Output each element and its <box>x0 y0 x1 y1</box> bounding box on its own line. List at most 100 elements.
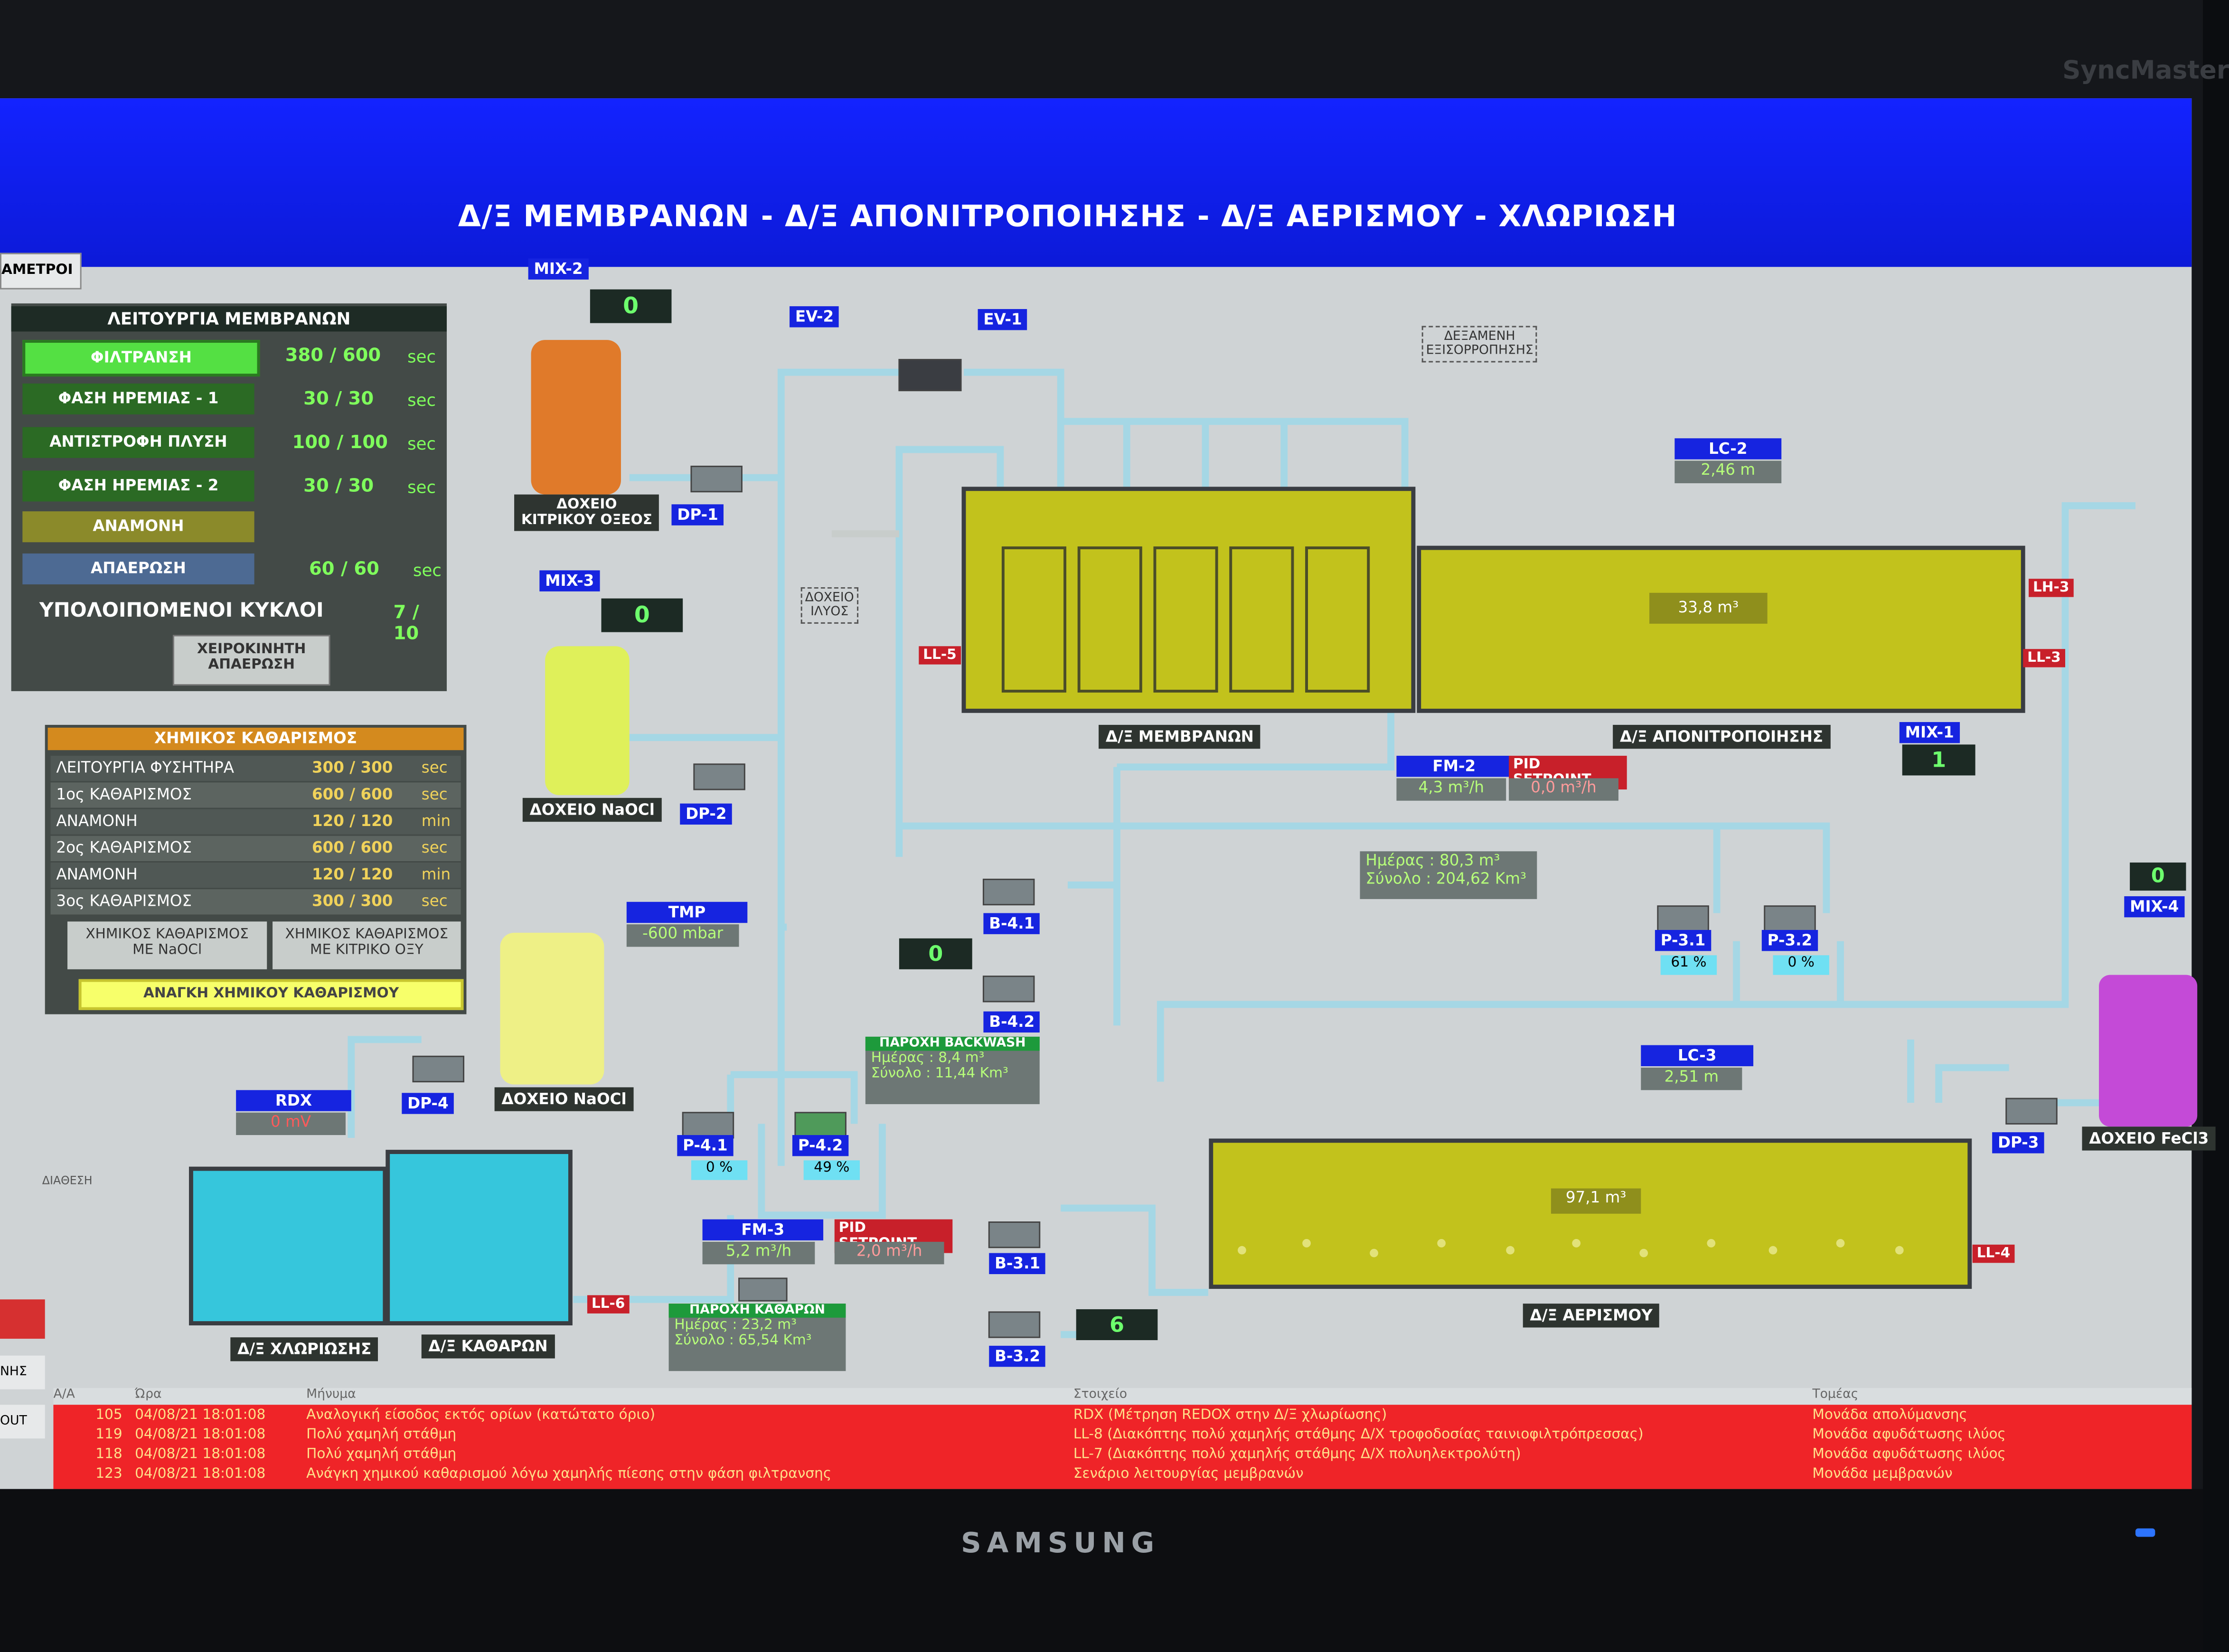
dp1-label[interactable]: DP-1 <box>671 504 724 526</box>
alarm-message: Ανάγκη χημικού καθαρισμού λόγω χαμηλής π… <box>306 1466 832 1482</box>
denit-volume: 33,8 m³ <box>1649 592 1768 624</box>
aer-tank-label: Δ/Ξ ΑΕΡΙΣΜΟΥ <box>1523 1304 1660 1328</box>
fm3-label[interactable]: FM-3 <box>702 1219 824 1240</box>
p42-label[interactable]: P-4.2 <box>792 1135 849 1156</box>
dp4-label[interactable]: DP-4 <box>402 1093 454 1114</box>
rest2-counter: 30 / 30 <box>303 476 374 497</box>
membrane-tank <box>961 487 1416 713</box>
chem-clean-citric-button[interactable]: ΧΗΜΙΚΟΣ ΚΑΘΑΡΙΣΜΟΣ ΜΕ ΚΙΤΡΙΚΟ ΟΞΥ <box>273 921 461 969</box>
p41-label[interactable]: P-4.1 <box>677 1135 734 1156</box>
fm3-value: 5,2 m³/h <box>702 1241 815 1265</box>
chem-row-unit: min <box>421 865 451 884</box>
ll6-label: LL-6 <box>587 1295 630 1314</box>
sidebar-tab-params[interactable]: ΑΜΕΤΡΟΙ <box>0 253 82 290</box>
remaining-cycles-value: 7 / 10 <box>393 602 419 645</box>
mix4-label[interactable]: MIX-4 <box>2124 896 2185 918</box>
filtration-unit: sec <box>407 347 436 367</box>
btn-deaeration[interactable]: ΑΠΑΕΡΩΣΗ <box>22 553 254 585</box>
need-chem-clean-indicator: ΑΝΑΓΚΗ ΧΗΜΙΚΟΥ ΚΑΘΑΡΙΣΜΟΥ <box>78 979 464 1010</box>
btn-rest-phase-2[interactable]: ΦΑΣΗ ΗΡΕΜΙΑΣ - 2 <box>22 470 254 502</box>
sidebar-alarm-indicator[interactable] <box>0 1299 45 1339</box>
chem-row-value: 120 / 120 <box>311 865 393 884</box>
fm2-day-value: 80,3 m³ <box>1439 851 1500 870</box>
chem-row-label: 3ος ΚΑΘΑΡΙΣΜΟΣ <box>56 892 192 910</box>
clean-flow-title: ΠΑΡΟΧΗ ΚΑΘΑΡΩΝ <box>668 1304 846 1318</box>
scada-screen: Δ/Ξ ΜΕΜΒΡΑΝΩΝ - Δ/Ξ ΑΠΟΝΙΤΡΟΠΟΙΗΣΗΣ - Δ/… <box>0 98 2216 1489</box>
alarm-message: Πολύ χαμηλή στάθμη <box>306 1446 457 1463</box>
chem-row-value: 600 / 600 <box>311 785 393 804</box>
clean-flow-panel: ΠΑΡΟΧΗ ΚΑΘΑΡΩΝ Ημέρας : 23,2 m³ Σύνολο :… <box>668 1304 846 1371</box>
alarm-id: 119 <box>95 1427 122 1443</box>
btn-backwash[interactable]: ΑΝΤΙΣΤΡΟΦΗ ΠΛΥΣΗ <box>22 427 254 458</box>
rdx-label[interactable]: RDX <box>236 1090 351 1111</box>
alarm-sector: Μονάδα απολύμανσης <box>1812 1408 1967 1423</box>
chem-row-unit: sec <box>421 838 448 857</box>
tmp-label[interactable]: TMP <box>626 901 748 923</box>
mix4-value: 0 <box>2130 862 2186 891</box>
mix3-label[interactable]: MIX-3 <box>539 570 600 591</box>
manual-deaeration-button[interactable]: ΧΕΙΡΟΚΙΝΗΤΗ ΑΠΑΕΡΩΣΗ <box>172 635 330 686</box>
b31-label[interactable]: B-3.1 <box>989 1253 1046 1274</box>
backwash-unit: sec <box>407 434 436 454</box>
p41-percent: 0 % <box>691 1160 748 1180</box>
fm2-label[interactable]: FM-2 <box>1396 756 1512 777</box>
sidebar-item-2[interactable]: ΟUT <box>0 1405 45 1439</box>
b41-label[interactable]: B-4.1 <box>983 913 1041 934</box>
naocl-tank2-label: ΔΟΧΕΙΟ NaOCl <box>494 1087 634 1111</box>
p32-label[interactable]: P-3.2 <box>1761 929 1818 951</box>
p42-percent: 49 % <box>803 1160 860 1180</box>
btn-filtration[interactable]: ΦΙΛΤΡΑΝΣΗ <box>22 340 260 377</box>
fm2-total-label: Σύνολο : <box>1365 869 1431 888</box>
p31-label[interactable]: P-3.1 <box>1655 929 1712 951</box>
alarm-element: LL-7 (Διακόπτης πολύ χαμηλής στάθμης Δ/Χ… <box>1073 1446 1521 1463</box>
chem-row-label: ΑΝΑΜΟΝΗ <box>56 812 138 830</box>
membrane-tank-label: Δ/Ξ ΜΕΜΒΡΑΝΩΝ <box>1099 724 1261 749</box>
alarm-message: Πολύ χαμηλή στάθμη <box>306 1427 457 1443</box>
chem-clean-naocl-button[interactable]: ΧΗΜΙΚΟΣ ΚΑΘΑΡΙΣΜΟΣ ΜΕ NaOCl <box>67 921 267 969</box>
ll5-label: LL-5 <box>919 646 961 665</box>
chem-row-label: ΛΕΙΤΟΥΡΓΙΑ ΦΥΣΗΤΗΡΑ <box>56 758 234 777</box>
backwash-title: ΠΑΡΟΧΗ BACKWASH <box>865 1036 1040 1051</box>
pid1-value: 0,0 m³/h <box>1509 778 1618 801</box>
cf-day-label: Ημέρας : <box>674 1317 737 1333</box>
balance-tank-line1: ΔΕΞΑΜΕΝΗ <box>1444 330 1515 345</box>
alarm-time: 04/08/21 18:01:08 <box>135 1427 266 1443</box>
chem-row-value: 300 / 300 <box>311 892 393 910</box>
alarm-message: Αναλογική είσοδος εκτός ορίων (κατώτατο … <box>306 1408 656 1423</box>
btn-standby[interactable]: ΑΝΑΜΟΝΗ <box>22 511 254 543</box>
dp3-label[interactable]: DP-3 <box>1992 1132 2045 1154</box>
ev1-label[interactable]: EV-1 <box>978 309 1028 330</box>
btn-rest-phase-1[interactable]: ΦΑΣΗ ΗΡΕΜΙΑΣ - 1 <box>22 383 254 414</box>
naocl-tank-2 <box>500 932 604 1085</box>
lc3-label[interactable]: LC-3 <box>1641 1045 1754 1067</box>
mix1-label[interactable]: MIX-1 <box>1899 722 1960 743</box>
chem-row-label: 1ος ΚΑΘΑΡΙΣΜΟΣ <box>56 785 192 804</box>
bw-day-value: 8,4 m³ <box>938 1051 985 1067</box>
ev2-label[interactable]: EV-2 <box>790 306 839 328</box>
cf-total-label: Σύνολο : <box>674 1333 734 1349</box>
alarm-id: 118 <box>95 1446 122 1463</box>
citric-acid-tank <box>531 340 621 495</box>
sidebar-item-1[interactable]: ΝΗΣ <box>0 1355 45 1389</box>
lc2-readout: 2,46 m <box>1674 460 1782 483</box>
mix2-label[interactable]: MIX-2 <box>528 258 589 280</box>
lc2-label[interactable]: LC-2 <box>1674 438 1782 460</box>
mix3-value: 0 <box>601 598 683 632</box>
dp2-label[interactable]: DP-2 <box>680 803 733 825</box>
power-led-icon <box>2135 1528 2155 1537</box>
b42-label[interactable]: B-4.2 <box>983 1011 1041 1033</box>
cf-total-value: 65,54 Km³ <box>738 1333 812 1349</box>
pid2-value: 2,0 m³/h <box>834 1241 944 1265</box>
b32-label[interactable]: B-3.2 <box>989 1345 1046 1367</box>
